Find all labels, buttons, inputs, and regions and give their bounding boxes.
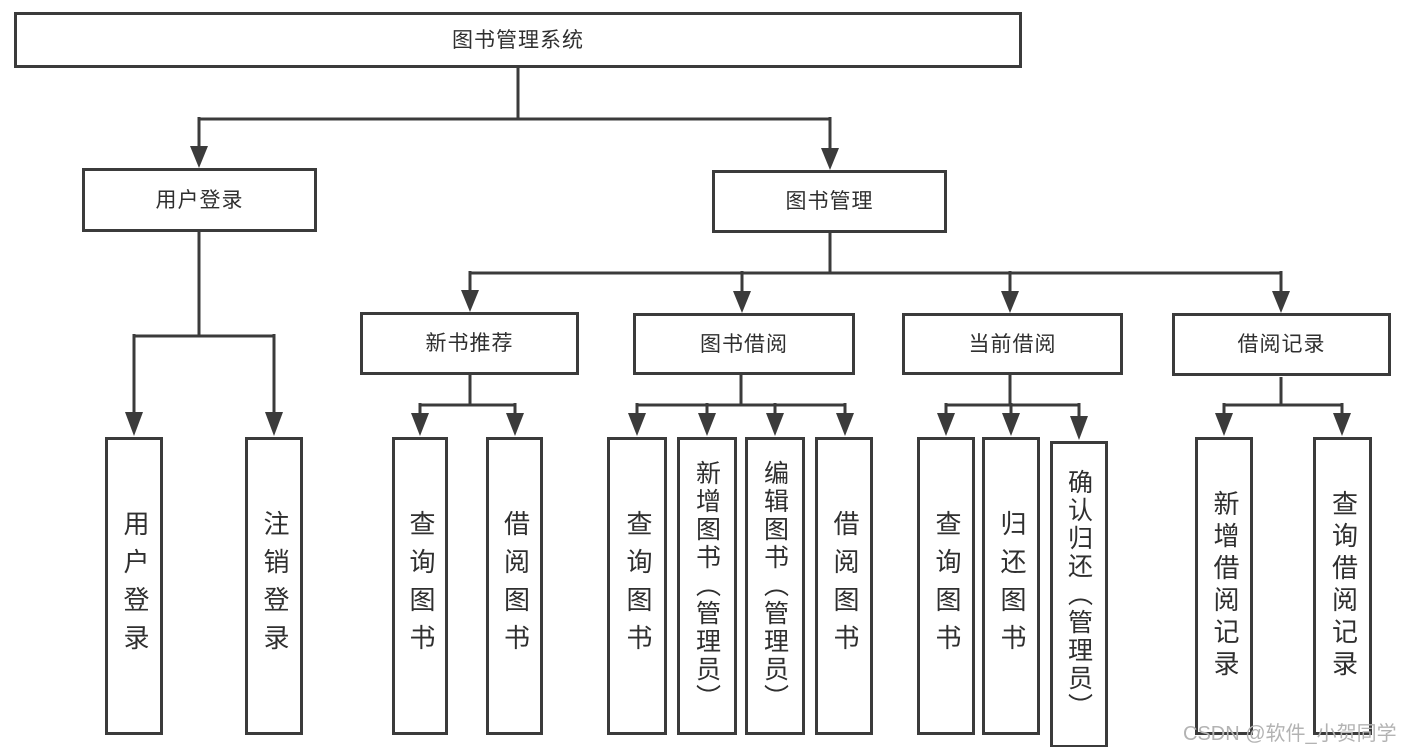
leaf-query-books-recommend-label: 查询图书	[405, 510, 435, 662]
leaf-user-login: 用户登录	[105, 437, 163, 735]
edges-book-borrowing	[628, 375, 854, 436]
node-book-management-label: 图书管理	[785, 189, 874, 213]
node-book-borrowing: 图书借阅	[633, 313, 855, 375]
node-user-login-label: 用户登录	[155, 187, 244, 212]
leaf-borrow-books-recommend: 借阅图书	[486, 437, 543, 735]
leaf-query-borrow-record: 查询借阅记录	[1313, 437, 1372, 735]
leaf-query-books-current-label: 查询图书	[931, 510, 961, 662]
leaf-edit-books-admin: 编辑图书（管理员）	[745, 437, 805, 735]
leaf-query-borrow-record-label: 查询借阅记录	[1327, 490, 1358, 682]
node-current-borrowing-label: 当前借阅	[968, 331, 1057, 356]
leaf-logout: 注销登录	[245, 437, 303, 735]
edges-borrow-records	[1215, 377, 1351, 436]
edges-current-borrowing	[937, 375, 1088, 440]
node-current-borrowing: 当前借阅	[902, 313, 1123, 375]
leaf-query-books-current: 查询图书	[917, 437, 975, 735]
node-new-book-recommend: 新书推荐	[360, 312, 579, 375]
leaf-confirm-return-admin-label: 确认归还（管理员）	[1064, 468, 1094, 721]
leaf-query-books-recommend: 查询图书	[392, 437, 448, 735]
leaf-borrow-books-borrowing: 借阅图书	[815, 437, 873, 735]
node-new-book-recommend-label: 新书推荐	[425, 331, 514, 355]
leaf-add-borrow-record: 新增借阅记录	[1195, 437, 1253, 735]
node-borrow-records-label: 借阅记录	[1237, 332, 1326, 356]
csdn-watermark: CSDN @软件_小贺同学	[1183, 723, 1397, 745]
node-user-login: 用户登录	[82, 168, 317, 232]
edges-new-book-recommend	[411, 375, 524, 436]
leaf-add-books-admin-label: 新增图书（管理员）	[692, 460, 722, 712]
leaf-borrow-books-recommend-label: 借阅图书	[499, 510, 530, 662]
leaf-query-books-borrowing: 查询图书	[607, 437, 667, 735]
edges-user-login	[125, 232, 283, 436]
leaf-borrow-books-borrowing-label: 借阅图书	[829, 510, 859, 662]
leaf-confirm-return-admin: 确认归还（管理员）	[1050, 441, 1108, 747]
leaf-return-books-label: 归还图书	[996, 510, 1026, 662]
node-root-system: 图书管理系统	[14, 12, 1022, 68]
node-root-system-label: 图书管理系统	[452, 27, 584, 52]
node-borrow-records: 借阅记录	[1172, 313, 1391, 376]
leaf-user-login-label: 用户登录	[119, 510, 149, 662]
leaf-return-books: 归还图书	[982, 437, 1040, 735]
leaf-add-borrow-record-label: 新增借阅记录	[1209, 490, 1239, 682]
node-book-borrowing-label: 图书借阅	[700, 331, 788, 356]
leaf-query-books-borrowing-label: 查询图书	[622, 510, 652, 662]
node-book-management: 图书管理	[712, 170, 947, 233]
leaf-edit-books-admin-label: 编辑图书（管理员）	[760, 460, 790, 712]
leaf-add-books-admin: 新增图书（管理员）	[677, 437, 737, 735]
edges-book-management	[461, 233, 1290, 313]
leaf-logout-label: 注销登录	[259, 510, 289, 662]
edges-root	[190, 68, 839, 170]
